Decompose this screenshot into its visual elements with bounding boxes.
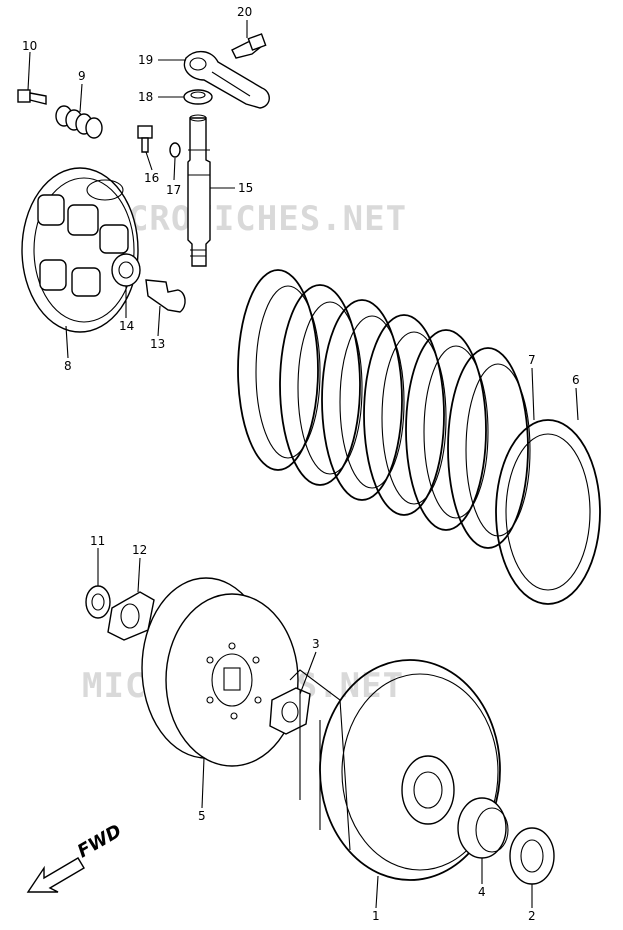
callouts: 20 19 18 10 9 16 17 15 14 13 8 7 6 11 12… — [22, 5, 580, 923]
callout-13: 13 — [150, 337, 165, 351]
bolt-10-part — [17, 89, 47, 105]
callout-6: 6 — [572, 373, 580, 387]
callout-11: 11 — [90, 534, 105, 548]
callout-4: 4 — [478, 885, 486, 899]
callout-12: 12 — [132, 543, 147, 557]
release-arm-part — [183, 51, 270, 109]
callout-19: 19 — [138, 53, 153, 67]
callout-16: 16 — [144, 171, 159, 185]
callout-14: 14 — [119, 319, 134, 333]
nut-11-part — [85, 585, 111, 619]
callout-9: 9 — [78, 69, 86, 83]
callout-1: 1 — [372, 909, 380, 923]
callout-7: 7 — [528, 353, 536, 367]
push-piece-13-part — [145, 279, 186, 313]
drive-plate-6-part — [495, 419, 601, 605]
callout-20: 20 — [237, 5, 252, 19]
washer-17-part — [169, 142, 181, 158]
callout-10: 10 — [22, 39, 37, 53]
bolt-16-part — [137, 125, 153, 153]
clutch-plates-stack — [237, 269, 531, 549]
leader-lines — [27, 20, 579, 909]
callout-17: 17 — [166, 183, 181, 197]
fwd-arrow — [26, 857, 85, 893]
fwd-label: FWD — [74, 821, 125, 863]
release-shaft-part — [187, 114, 211, 267]
callout-15: 15 — [238, 181, 253, 195]
callout-2: 2 — [528, 909, 536, 923]
watermark-top: MICROFICHES.NET — [85, 199, 407, 239]
sleeve-hub-5-part — [141, 577, 299, 767]
thrust-washer-2-part — [509, 827, 555, 885]
spring-9-part — [55, 105, 103, 139]
bearing-14-part — [111, 253, 141, 287]
pressure-plate-part — [21, 167, 139, 333]
callout-5: 5 — [198, 809, 206, 823]
oil-seal-part — [183, 89, 213, 105]
needle-bearing-4-part — [457, 797, 509, 859]
bolt-20-part — [231, 33, 267, 59]
callout-8: 8 — [64, 359, 72, 373]
clutch-housing-1-part — [289, 659, 501, 881]
callout-3: 3 — [312, 637, 320, 651]
callout-18: 18 — [138, 90, 153, 104]
